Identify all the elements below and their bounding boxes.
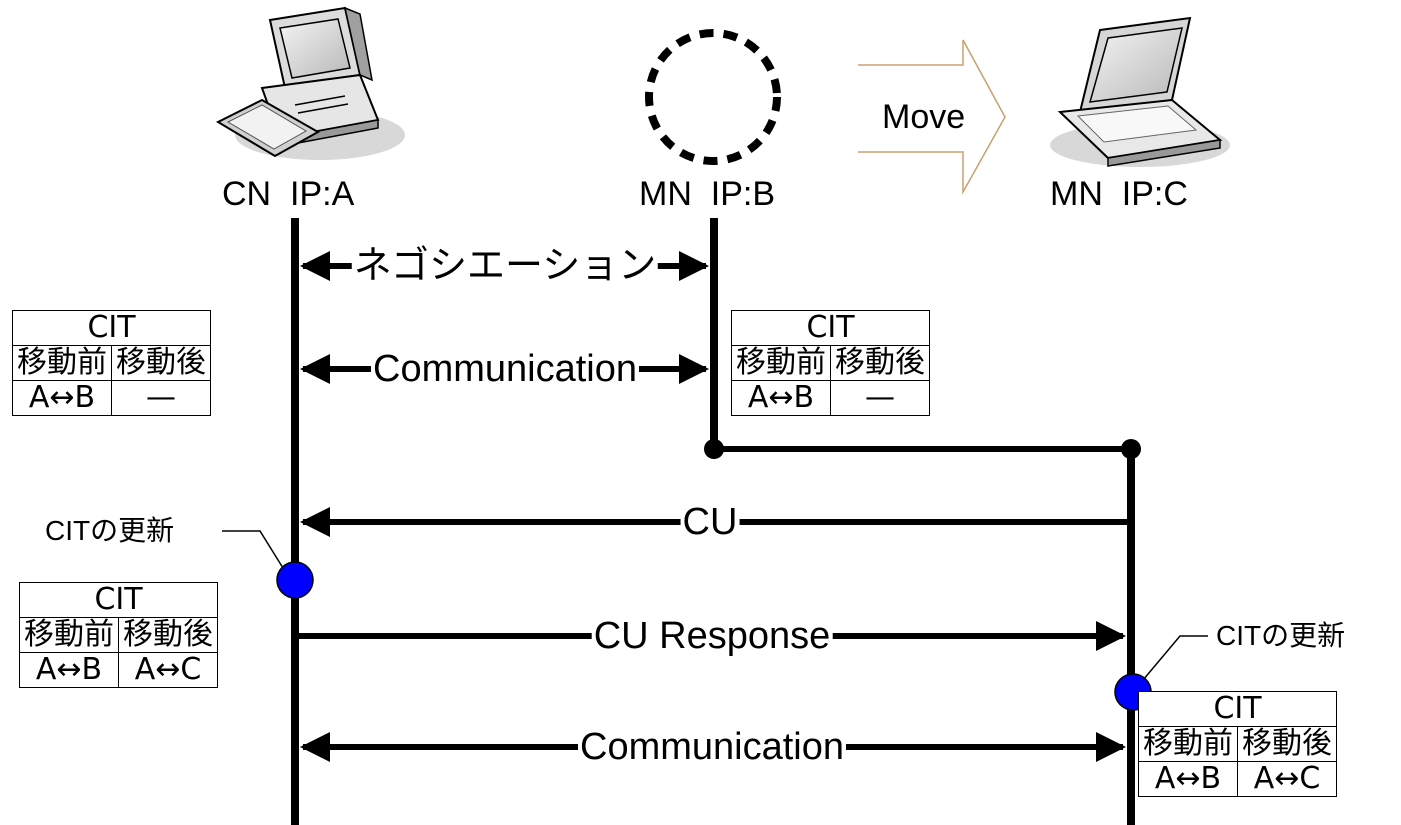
mn-update-note: CITの更新 xyxy=(1216,620,1346,651)
cit-title: CIT xyxy=(731,310,930,346)
cu-label: CU xyxy=(680,501,740,543)
cit-title: CIT xyxy=(19,582,218,618)
cit-after-value: — xyxy=(830,380,930,416)
mn-before-label: MN IP:B xyxy=(639,177,775,211)
cn-cit-table-initial: CIT 移動前移動後 A↔B— xyxy=(12,310,211,416)
mn-after-label: MN IP:C xyxy=(1050,177,1188,211)
desktop-computer-icon xyxy=(215,6,405,160)
cit-after-value: A↔C xyxy=(1237,761,1337,797)
cit-before-header: 移動前 xyxy=(731,345,831,381)
cit-before-header: 移動前 xyxy=(19,617,119,653)
laptop-icon xyxy=(1050,16,1230,167)
cn-cit-update-marker xyxy=(276,561,314,599)
negotiation-label: ネゴシエーション xyxy=(351,245,659,287)
mn-after-ip: IP:C xyxy=(1121,175,1188,213)
cit-before-value: A↔B xyxy=(19,652,119,688)
cit-after-header: 移動後 xyxy=(118,617,218,653)
move-arrow-icon xyxy=(858,39,1006,195)
cn-ip: IP:A xyxy=(290,175,355,213)
mn-before-ip: IP:B xyxy=(710,175,776,213)
mn-update-leader-line xyxy=(1142,635,1208,681)
cit-before-value: A↔B xyxy=(731,380,831,416)
cit-before-value: A↔B xyxy=(12,380,112,416)
cit-before-header: 移動前 xyxy=(1138,726,1238,762)
mn-previous-location-circle xyxy=(645,29,781,165)
mn-move-end-dot xyxy=(1121,439,1141,459)
cit-after-value: A↔C xyxy=(118,652,218,688)
communication-after-label: Communication xyxy=(578,726,846,768)
cit-title: CIT xyxy=(1138,691,1337,727)
move-label: Move xyxy=(882,98,966,136)
cn-update-leader-line xyxy=(222,530,284,569)
cit-title: CIT xyxy=(12,310,211,346)
mn-before-name: MN xyxy=(639,175,692,213)
cn-label: CN IP:A xyxy=(222,177,354,211)
cit-after-header: 移動後 xyxy=(830,345,930,381)
cit-before-header: 移動前 xyxy=(12,345,112,381)
cn-name: CN xyxy=(222,175,272,213)
cit-after-header: 移動後 xyxy=(1237,726,1337,762)
communication-before-label: Communication xyxy=(371,348,639,390)
mn-cit-table-initial: CIT 移動前移動後 A↔B— xyxy=(731,310,930,416)
cit-after-value: — xyxy=(111,380,211,416)
cn-update-note: CITの更新 xyxy=(45,515,175,546)
mn-move-start-dot xyxy=(704,439,724,459)
cit-before-value: A↔B xyxy=(1138,761,1238,797)
cu-response-label: CU Response xyxy=(591,615,833,657)
mn-after-name: MN xyxy=(1050,175,1103,213)
cit-after-header: 移動後 xyxy=(111,345,211,381)
